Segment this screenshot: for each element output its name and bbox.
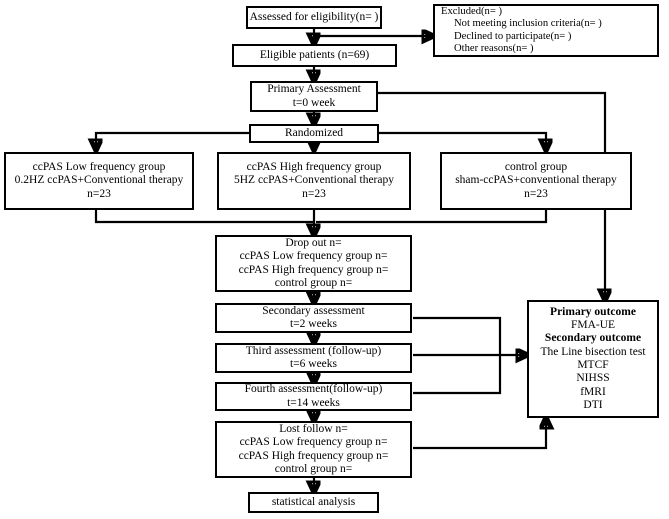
- lost-follow-line-1: Lost follow n=: [279, 422, 348, 435]
- outcomes-line-2: FMA-UE: [570, 319, 616, 332]
- node-lost-follow: Lost follow n= ccPAS Low frequency group…: [215, 421, 412, 478]
- node-assessed-for-eligibility: Assessed for eligibility(n= ): [246, 6, 382, 29]
- fourth-assessment-line-1: Fourth assessment(follow-up): [244, 383, 383, 396]
- node-primary-assessment: Primary Assessment t=0 week: [250, 81, 378, 112]
- outcomes-line-7: fMRI: [580, 385, 606, 398]
- excluded-line-1: Excluded(n= ): [441, 5, 502, 17]
- outcomes-line-3: Secondary outcome: [544, 332, 642, 345]
- group-high-line-1: ccPAS High frequency group: [246, 161, 382, 173]
- statistical-analysis-line-1: statistical analysis: [271, 495, 356, 508]
- node-excluded: Excluded(n= ) Not meeting inclusion crit…: [433, 4, 659, 57]
- outcomes-line-6: NIHSS: [576, 372, 610, 385]
- lost-follow-line-3: ccPAS High frequency group n=: [238, 449, 389, 462]
- group-control-line-3: n=23: [524, 187, 548, 200]
- secondary-assessment-line-2: t=2 weeks: [289, 318, 338, 330]
- third-assessment-line-2: t=6 weeks: [289, 358, 338, 370]
- excluded-line-3: Declined to participate(n= ): [454, 30, 572, 42]
- dropout-line-1: Drop out n=: [285, 236, 342, 249]
- group-control-line-1: control group: [504, 161, 568, 173]
- node-randomized: Randomized: [249, 124, 379, 143]
- assessed-line-1: Assessed for eligibility(n= ): [249, 10, 379, 23]
- lost-follow-line-2: ccPAS Low frequency group n=: [239, 436, 388, 449]
- group-low-line-1: ccPAS Low frequency group: [32, 161, 166, 173]
- node-group-low-frequency: ccPAS Low frequency group 0.2HZ ccPAS+Co…: [4, 152, 194, 210]
- node-secondary-assessment: Secondary assessment t=2 weeks: [215, 303, 412, 333]
- fourth-assessment-line-2: t=14 weeks: [287, 396, 340, 409]
- group-high-line-3: n=23: [302, 187, 326, 200]
- secondary-assessment-line-1: Secondary assessment: [262, 304, 365, 317]
- node-outcomes: Primary outcome FMA-UE Secondary outcome…: [527, 300, 659, 418]
- group-low-line-2: 0.2HZ ccPAS+Conventional therapy: [14, 174, 184, 187]
- edge-low-to-dropout: [94, 210, 314, 235]
- outcomes-line-1: Primary outcome: [550, 305, 636, 318]
- node-group-high-frequency: ccPAS High frequency group 5HZ ccPAS+Con…: [217, 152, 411, 210]
- primary-assessment-line-2: t=0 week: [292, 96, 336, 109]
- randomized-line-1: Randomized: [284, 126, 344, 139]
- eligible-line-1: Eligible patients (n=69): [259, 48, 370, 61]
- excluded-line-4: Other reasons(n= ): [454, 42, 534, 54]
- group-high-line-2: 5HZ ccPAS+Conventional therapy: [233, 174, 394, 187]
- node-drop-out: Drop out n= ccPAS Low frequency group n=…: [215, 235, 412, 292]
- third-assessment-line-1: Third assessment (follow-up): [245, 344, 382, 357]
- node-third-assessment: Third assessment (follow-up) t=6 weeks: [215, 343, 412, 373]
- node-eligible-patients: Eligible patients (n=69): [232, 44, 397, 67]
- outcomes-line-8: DTI: [583, 398, 603, 411]
- node-fourth-assessment: Fourth assessment(follow-up) t=14 weeks: [215, 382, 412, 411]
- excluded-line-2: Not meeting inclusion criteria(n= ): [454, 18, 602, 30]
- group-low-line-3: n=23: [87, 187, 111, 200]
- node-group-control: control group sham-ccPAS+conventional th…: [440, 152, 632, 210]
- primary-assessment-line-1: Primary Assessment: [267, 83, 361, 96]
- outcomes-line-5: MTCF: [577, 359, 609, 371]
- node-statistical-analysis: statistical analysis: [248, 492, 379, 513]
- edge-randomized-to-control: [379, 131, 546, 150]
- dropout-line-3: ccPAS High frequency group n=: [238, 263, 389, 276]
- edge-randomized-to-low: [96, 131, 249, 150]
- lost-follow-line-4: control group n=: [274, 462, 353, 475]
- group-control-line-2: sham-ccPAS+conventional therapy: [455, 174, 617, 187]
- dropout-line-2: ccPAS Low frequency group n=: [239, 250, 388, 263]
- edge-lost-to-outcomes: [413, 418, 546, 450]
- edge-primary-to-outcomes: [378, 91, 605, 300]
- outcomes-line-4: The Line bisection test: [540, 345, 646, 358]
- edge-control-to-dropout: [316, 210, 548, 224]
- dropout-line-4: control group n=: [274, 276, 353, 289]
